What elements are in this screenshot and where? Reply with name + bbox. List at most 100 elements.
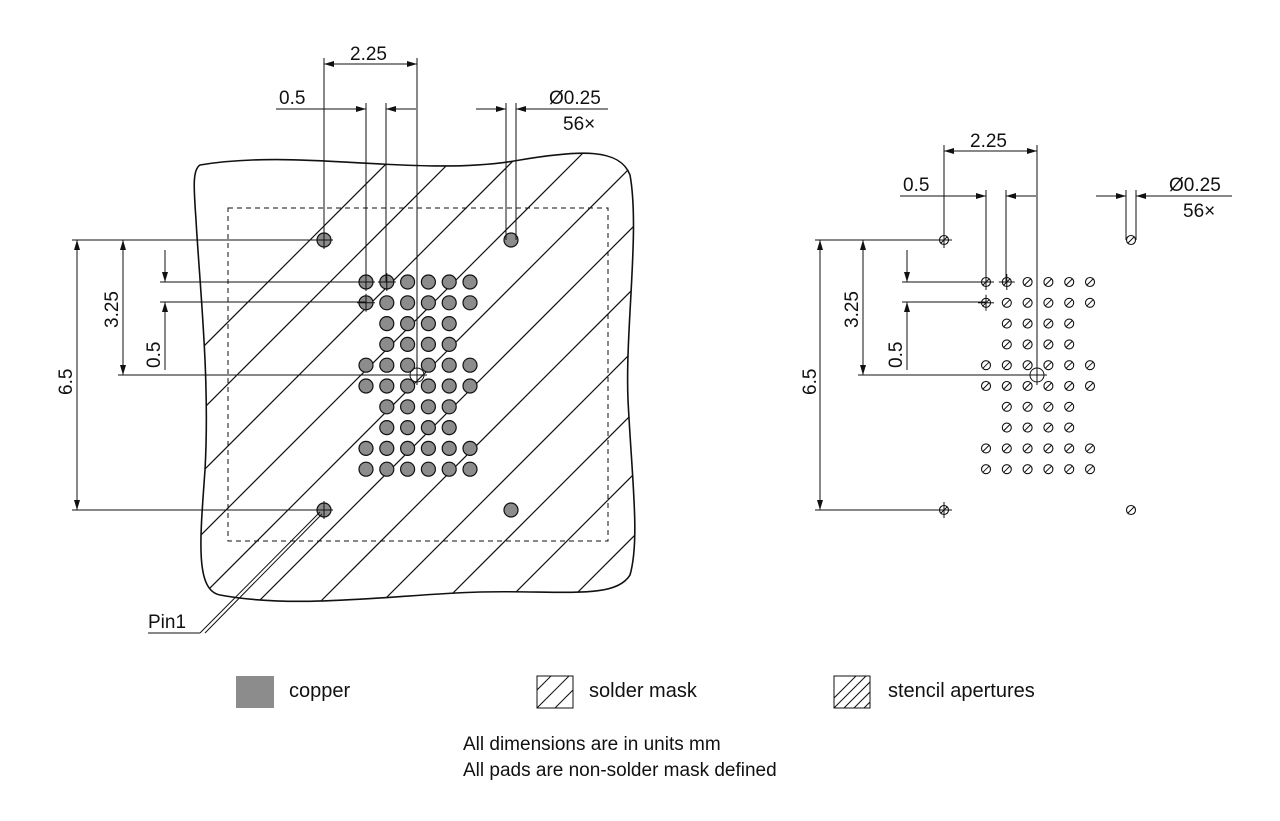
stencil-pad [1064, 276, 1075, 288]
stencil-pad [1084, 443, 1096, 454]
copper-pad [379, 378, 395, 394]
stencil-pad [1001, 339, 1012, 350]
copper-pad [420, 420, 436, 436]
copper-pad [462, 274, 478, 290]
left-dim-height-half: 3.25 [102, 291, 123, 328]
copper-pad [358, 461, 374, 477]
right-stencil-pads [936, 232, 1137, 518]
copper-pad [400, 295, 416, 311]
right-dim-pitch-small: 0.5 [903, 175, 929, 196]
stencil-outline [227, 207, 609, 542]
stencil-pad [1043, 464, 1054, 475]
copper-pad [503, 502, 519, 518]
stencil-pad [1084, 297, 1096, 308]
hatch-line [497, 153, 635, 602]
copper-pad [420, 316, 436, 332]
stencil-pad [1022, 318, 1033, 329]
hatch-line [435, 153, 635, 602]
stencil-pad [1001, 297, 1012, 308]
right-dimension-arrows [817, 148, 1146, 510]
stencil-pad [980, 380, 992, 392]
copper-pad [441, 295, 457, 311]
copper-pad [462, 295, 478, 311]
stencil-pad [1001, 401, 1012, 412]
copper-pad [400, 336, 416, 352]
copper-pad [441, 461, 457, 477]
stencil-pad [1064, 318, 1075, 329]
copper-pad [358, 378, 374, 394]
left-dimension-arrows [74, 61, 526, 510]
right-dim-pitch-x: 2.25 [970, 131, 1007, 152]
copper-pad [462, 461, 478, 477]
left-dim-pitch-x: 2.25 [350, 44, 387, 65]
legend-solder-mask-label: solder mask [589, 680, 698, 702]
hatch-line [870, 130, 1280, 610]
hatch-line [373, 153, 635, 602]
hatch-line [194, 153, 545, 602]
stencil-pad [1022, 276, 1033, 288]
stencil-pad [1022, 401, 1033, 412]
stencil-pad [1001, 360, 1012, 371]
stencil-pad [1043, 339, 1054, 350]
stencil-pad [1043, 297, 1054, 308]
stencil-pad [1001, 422, 1012, 433]
stencil-pad [1022, 297, 1033, 308]
copper-pad [441, 357, 457, 373]
copper-pad [400, 440, 416, 456]
copper-pad [400, 357, 416, 373]
left-solder-mask-region [193, 130, 1280, 610]
stencil-pad [978, 294, 994, 311]
copper-pad [420, 440, 436, 456]
stencil-pad [1022, 443, 1033, 454]
copper-pad [377, 273, 396, 291]
copper-pad [462, 357, 478, 373]
stencil-pad [1125, 234, 1137, 246]
copper-pad [379, 357, 395, 373]
stencil-pad [1043, 380, 1054, 392]
copper-pad [400, 461, 416, 477]
copper-pad [441, 399, 457, 415]
copper-pad [441, 316, 457, 332]
stencil-pad [1084, 380, 1096, 392]
right-dim-diameter: Ø0.25 [1169, 175, 1221, 196]
copper-pad [503, 232, 519, 248]
stencil-pad [1043, 443, 1054, 454]
stencil-pad [1064, 443, 1075, 454]
copper-pad [379, 295, 395, 311]
stencil-pad [1084, 464, 1096, 475]
copper-pad [420, 336, 436, 352]
left-dim-height-total: 6.5 [56, 369, 77, 395]
stencil-pad [1001, 443, 1012, 454]
stencil-pad [1064, 380, 1075, 392]
copper-pad [462, 378, 478, 394]
stencil-pad [998, 274, 1015, 290]
note-units: All dimensions are in units mm [463, 734, 721, 755]
stencil-pad [1064, 422, 1075, 433]
legend-stencil-swatch [833, 675, 871, 709]
copper-pad [420, 378, 436, 394]
copper-pad [420, 357, 436, 373]
left-dim-row-pitch: 0.5 [144, 342, 165, 368]
legend-copper-label: copper [289, 680, 350, 702]
right-dim-height-total: 6.5 [800, 369, 821, 395]
legend-solder-mask-swatch [536, 675, 574, 709]
copper-pad [357, 293, 375, 312]
stencil-pad [1001, 318, 1012, 329]
hatch-line [194, 153, 421, 602]
right-dim-height-half: 3.25 [842, 291, 863, 328]
copper-pad [441, 378, 457, 394]
right-dim-row-pitch: 0.5 [886, 342, 907, 368]
stencil-pad [1125, 504, 1137, 516]
left-copper-pads [315, 231, 519, 519]
legend-stencil-label: stencil apertures [888, 680, 1035, 702]
copper-pad [441, 336, 457, 352]
copper-pad [420, 461, 436, 477]
left-dim-diameter: Ø0.25 [549, 88, 601, 109]
stencil-pad [1064, 464, 1075, 475]
stencil-pad [1043, 318, 1054, 329]
stencil-pad [1001, 380, 1012, 392]
hatch-line [194, 153, 483, 602]
copper-pad [462, 440, 478, 456]
